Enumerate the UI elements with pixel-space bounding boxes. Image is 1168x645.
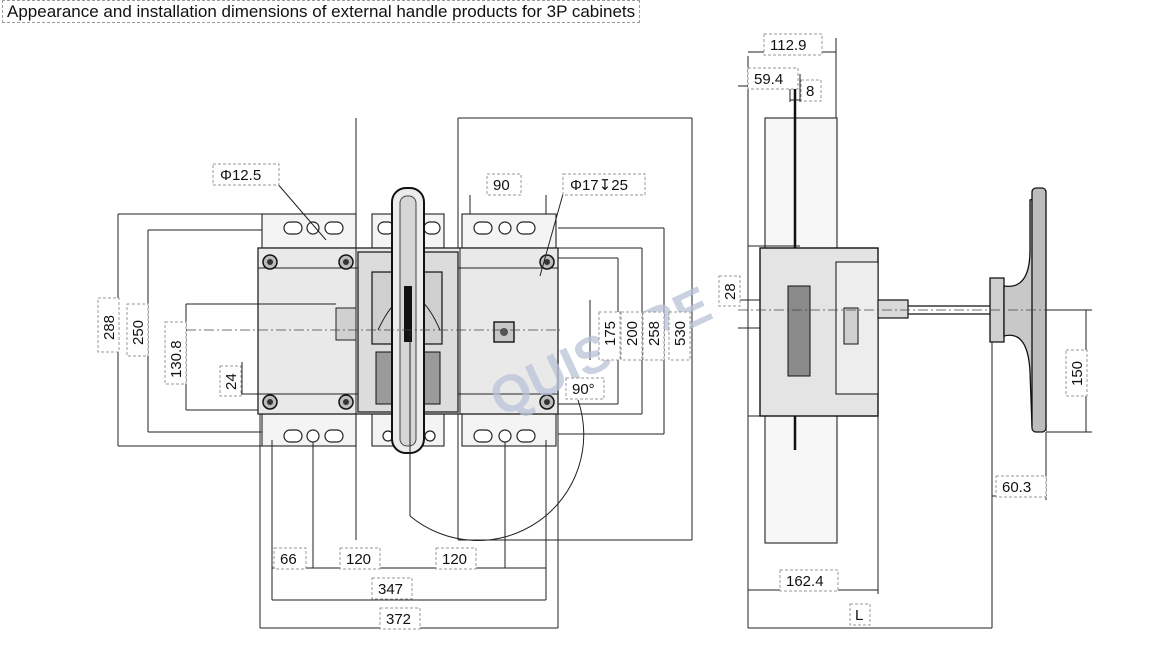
svg-text:288: 288 [101,315,118,340]
dim-label-66: 66 [273,547,307,570]
dim-label-200: 200 [620,311,643,361]
dim-label-150: 150 [1065,349,1088,397]
svg-text:24: 24 [223,373,240,390]
dim-label-288: 288 [97,297,120,353]
svg-text:66: 66 [280,551,297,568]
dim-label-175: 175 [598,311,621,361]
svg-text:60.3: 60.3 [1002,479,1031,496]
dim-label-347: 347 [371,577,413,600]
svg-text:28: 28 [722,283,739,300]
dim-label-372: 372 [379,607,421,630]
svg-text:Φ12.5: Φ12.5 [220,167,261,184]
svg-text:175: 175 [602,321,619,346]
dim-label-hole-dia: Φ12.5 [212,163,280,186]
svg-text:120: 120 [442,551,467,568]
svg-text:162.4: 162.4 [786,573,824,590]
dim-label-pitch-top: 90 [486,173,522,196]
dim-label-112-9: 112.9 [763,33,823,56]
dim-label-120-left: 120 [339,547,381,570]
dim-label-28: 28 [718,275,741,307]
dimension-labels: Φ12.5 90 Φ17↧25 90° 288 250 130.8 24 175… [97,33,1088,630]
dim-label-60-3: 60.3 [995,475,1047,498]
svg-text:372: 372 [386,611,411,628]
dim-label-120-right: 120 [435,547,477,570]
svg-text:347: 347 [378,581,403,598]
side-view [738,38,1092,629]
diagram-title: Appearance and installation dimensions o… [2,0,641,23]
svg-text:L: L [855,607,863,624]
dim-label-8: 8 [800,79,822,102]
svg-text:200: 200 [624,321,641,346]
dim-label-130-8: 130.8 [164,321,187,385]
dim-label-258: 258 [642,311,665,361]
svg-text:130.8: 130.8 [168,340,185,378]
svg-text:530: 530 [672,321,689,346]
svg-text:90: 90 [493,177,510,194]
svg-text:150: 150 [1069,361,1086,386]
svg-text:90°: 90° [572,381,595,398]
dim-label-hole-depth: Φ17↧25 [562,173,646,196]
dim-label-angle: 90° [565,377,605,400]
svg-text:120: 120 [346,551,371,568]
dim-label-162-4: 162.4 [779,569,839,592]
svg-text:250: 250 [130,320,147,345]
svg-text:Φ17↧25: Φ17↧25 [570,177,628,194]
svg-text:8: 8 [806,83,814,100]
svg-text:112.9: 112.9 [770,37,806,54]
screw-icon [262,254,555,410]
front-view [117,117,693,629]
dim-label-530: 530 [668,311,691,361]
svg-text:258: 258 [646,321,663,346]
svg-text:59.4: 59.4 [754,71,783,88]
dim-label-24: 24 [219,365,242,397]
dim-label-59-4: 59.4 [747,67,799,90]
dim-label-L: L [849,603,871,626]
dim-label-250: 250 [126,303,149,357]
